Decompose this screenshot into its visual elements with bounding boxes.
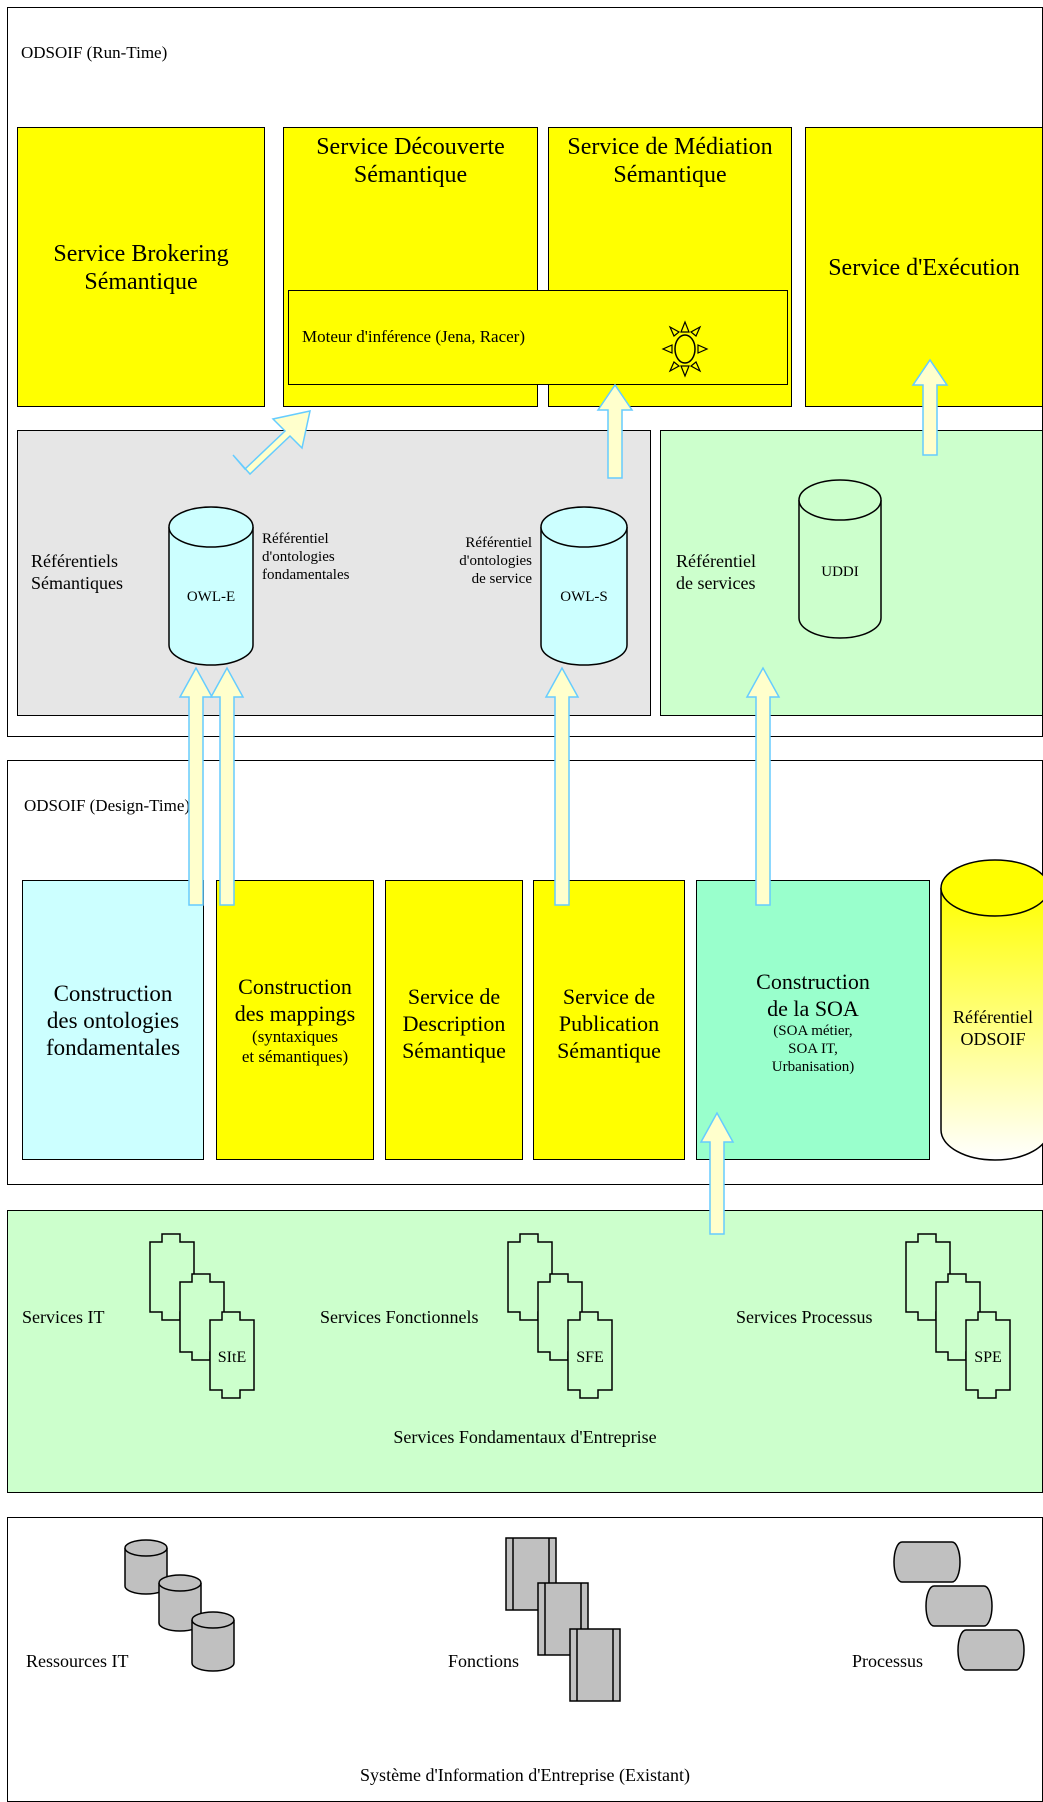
service-mediation-line1: Service de Médiation	[567, 134, 773, 160]
construction-ontologies-box	[22, 880, 204, 1160]
ref-onto-fond-line2: d'ontologies	[262, 549, 335, 565]
referentiels-semantiques-label: Référentiels Sémantiques	[31, 550, 123, 594]
ref-semantiques-line2: Sémantiques	[31, 573, 123, 593]
construction-mappings-box	[216, 880, 374, 1160]
construction-map-line2: des mappings	[234, 1001, 356, 1026]
construction-ontologies-label: Construction des ontologies fondamentale…	[22, 980, 204, 1061]
spe-service-stack-icon	[905, 1233, 1011, 1399]
site-label: SItE	[217, 1349, 247, 1366]
sun-icon	[661, 320, 709, 378]
service-brokering-label: Service Brokering Sémantique	[17, 240, 265, 296]
processus-storage-icon	[893, 1541, 1025, 1671]
processus-label: Processus	[852, 1651, 923, 1671]
service-description-box	[385, 880, 523, 1160]
arrow-map-to-owle	[209, 666, 245, 906]
ressources-it-database-icon	[124, 1539, 235, 1672]
ref-semantiques-line1: Référentiels	[31, 551, 118, 571]
fonctions-label: Fonctions	[448, 1651, 520, 1671]
referentiel-services-label: Référentiel de services	[676, 550, 756, 594]
services-it-label: Services IT	[22, 1307, 105, 1327]
arrow-sfe-to-soa	[699, 1111, 735, 1235]
construction-soa-line1: Construction	[756, 969, 870, 994]
ref-onto-serv-line1: Référentiel	[465, 535, 532, 551]
runtime-title: ODSOIF (Run-Time)	[21, 43, 168, 62]
service-desc-line1: Service de	[407, 984, 501, 1009]
service-pub-line2: Publication	[558, 1011, 660, 1036]
arrow-to-mediation	[596, 383, 634, 479]
fonctions-block-icon	[505, 1537, 621, 1702]
construction-onto-line1: Construction	[53, 981, 173, 1006]
uddi-database-icon	[798, 479, 882, 639]
construction-soa-sub2: SOA IT,	[788, 1041, 838, 1057]
referentiel-odsoif-database-icon	[940, 859, 1043, 1161]
moteur-inference-label: Moteur d'inférence (Jena, Racer)	[302, 327, 526, 346]
ref-onto-serv-line2: d'ontologies	[459, 553, 532, 569]
service-publication-label: Service de Publication Sémantique	[533, 983, 685, 1064]
sfe-label: SFE	[576, 1349, 604, 1366]
construction-onto-line3: fondamentales	[45, 1035, 181, 1060]
arrow-pub-to-owls	[544, 666, 580, 906]
service-mediation-label: Service de Médiation Sémantique	[548, 133, 792, 189]
service-description-label: Service de Description Sémantique	[385, 983, 523, 1064]
ressources-it-label: Ressources IT	[26, 1651, 129, 1671]
ref-services-line2: de services	[676, 573, 756, 593]
owls-database-icon	[540, 506, 628, 666]
ref-onto-serv-label: Référentiel d'ontologies de service	[452, 534, 532, 588]
existant-caption: Système d'Information d'Entreprise (Exis…	[360, 1765, 690, 1785]
spe-label: SPE	[974, 1349, 1002, 1366]
owle-database-icon	[168, 506, 254, 666]
service-brokering-line1: Service Brokering	[53, 241, 229, 267]
service-publication-box	[533, 880, 685, 1160]
service-pub-line1: Service de	[562, 984, 656, 1009]
service-execution-box	[805, 127, 1043, 407]
service-desc-line3: Sémantique	[402, 1038, 506, 1063]
construction-onto-line2: des ontologies	[46, 1008, 180, 1033]
service-desc-line2: Description	[402, 1011, 506, 1036]
construction-map-line1: Construction	[238, 974, 352, 999]
ref-onto-serv-line3: de service	[471, 571, 532, 587]
ref-onto-fond-label: Référentiel d'ontologies fondamentales	[262, 530, 349, 584]
construction-soa-box	[696, 880, 930, 1160]
construction-soa-sub3: Urbanisation)	[771, 1059, 855, 1075]
ref-odsoif-line2: ODSOIF	[960, 1029, 1026, 1049]
services-processus-label: Services Processus	[736, 1307, 873, 1327]
service-brokering-box	[17, 127, 265, 407]
services-fonctionnels-label: Services Fonctionnels	[320, 1307, 479, 1327]
ref-services-line1: Référentiel	[676, 551, 756, 571]
owls-label: OWL-S	[560, 589, 608, 605]
ref-onto-fond-line1: Référentiel	[262, 531, 329, 547]
construction-soa-sub1: (SOA métier,	[773, 1023, 853, 1039]
moteur-inference-box	[288, 290, 788, 385]
arrow-soa-to-uddi	[745, 666, 781, 906]
construction-mappings-label: Construction des mappings (syntaxiques e…	[216, 973, 374, 1067]
service-decouverte-label: Service Découverte Sémantique	[283, 133, 538, 189]
service-brokering-line2: Sémantique	[84, 269, 198, 295]
arrow-to-execution	[911, 358, 949, 456]
arrow-to-decouverte	[232, 410, 311, 476]
construction-map-sub1: (syntaxiques	[252, 1027, 338, 1046]
ref-odsoif-line1: Référentiel	[953, 1007, 1033, 1027]
ref-onto-fond-line3: fondamentales	[262, 567, 350, 583]
owle-label: OWL-E	[186, 589, 236, 605]
service-execution-label: Service d'Exécution	[828, 255, 1020, 281]
construction-soa-line2: de la SOA	[767, 996, 859, 1021]
designtime-title: ODSOIF (Design-Time)	[24, 796, 191, 815]
service-decouverte-line1: Service Découverte	[316, 134, 505, 160]
uddi-label: UDDI	[821, 564, 859, 580]
sfe-service-stack-icon	[507, 1233, 613, 1399]
construction-soa-label: Construction de la SOA (SOA métier, SOA …	[696, 968, 930, 1076]
services-fondamentaux-caption: Services Fondamentaux d'Entreprise	[393, 1427, 657, 1447]
service-decouverte-line2: Sémantique	[353, 162, 468, 188]
arrow-onto-to-owle	[178, 666, 214, 906]
service-mediation-line2: Sémantique	[613, 162, 727, 188]
construction-map-sub2: et sémantiques)	[241, 1047, 349, 1066]
referentiel-odsoif-label: Référentiel ODSOIF	[938, 1006, 1043, 1050]
site-service-stack-icon	[149, 1233, 255, 1399]
service-pub-line3: Sémantique	[557, 1038, 661, 1063]
